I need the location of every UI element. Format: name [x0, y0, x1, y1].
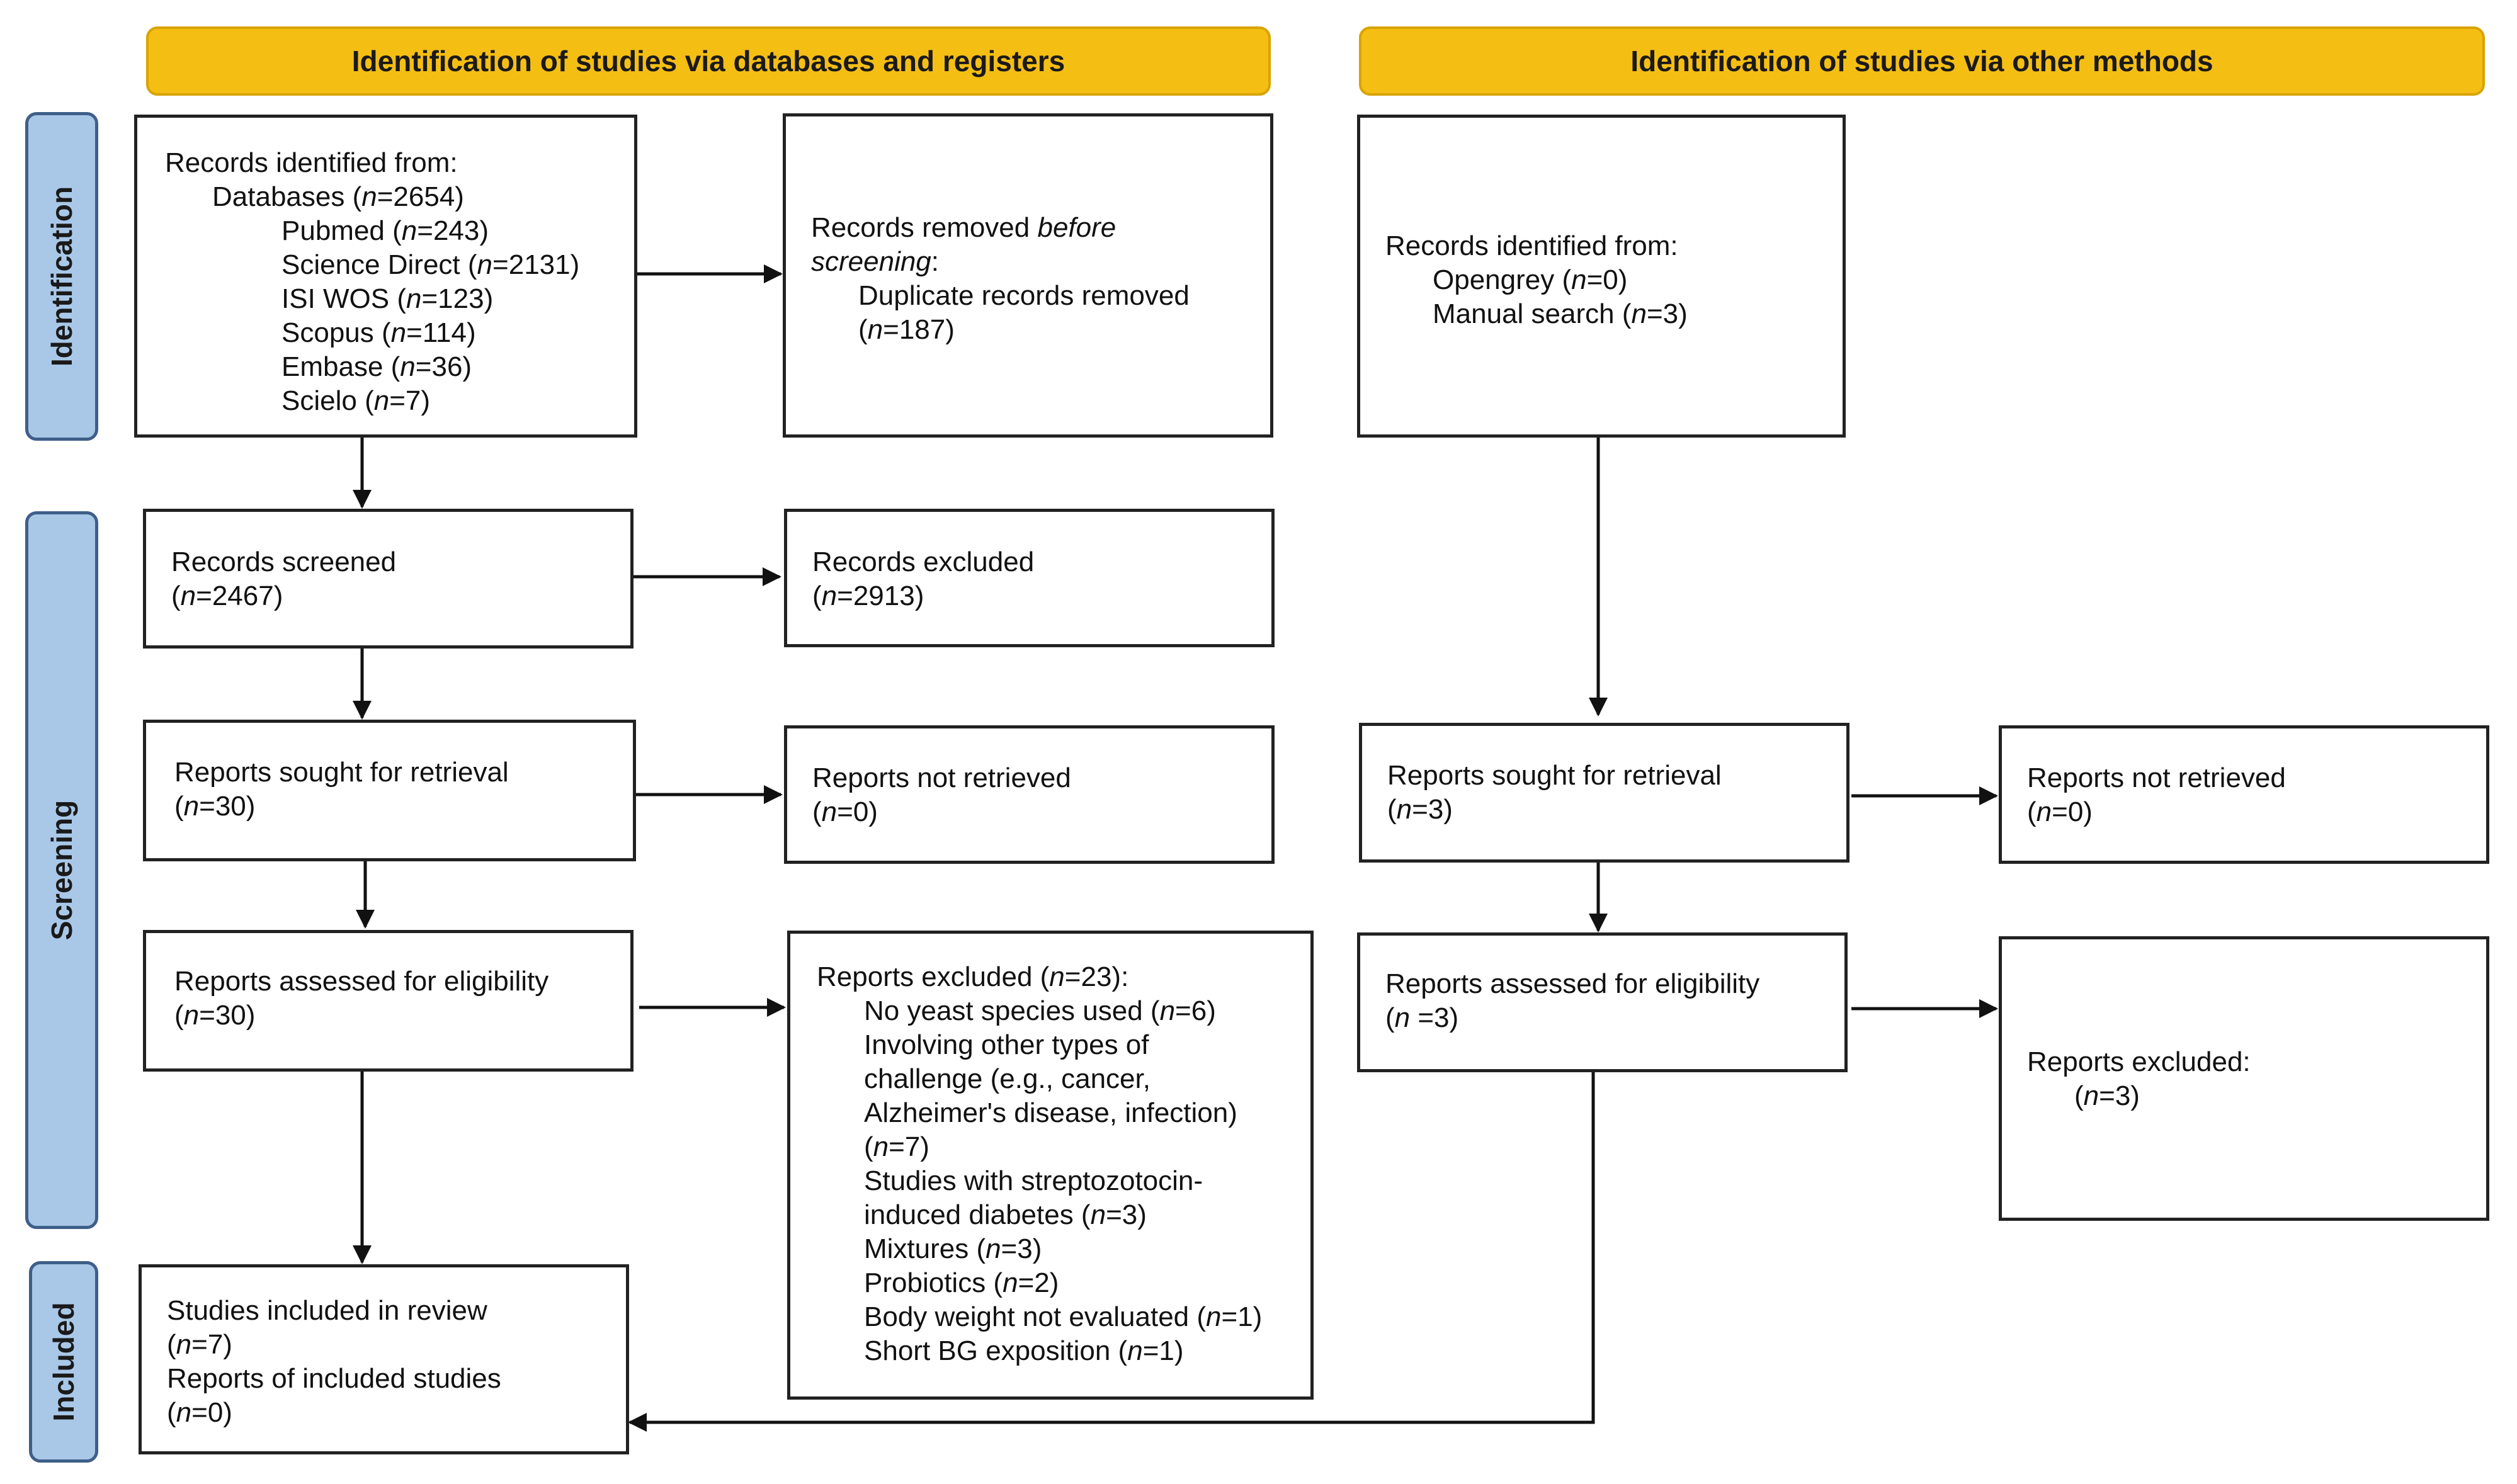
- source-scopus: Scopus (n=114): [281, 317, 476, 348]
- exclusion-reason: induced diabetes (n=3): [864, 1199, 1147, 1230]
- records-identified-box: Records identified from: Databases (n=26…: [134, 115, 637, 438]
- exclusion-reason: Alzheimer's disease, infection): [864, 1097, 1237, 1128]
- other-reports-excluded-box: Reports excluded: (n=3): [1999, 936, 2489, 1221]
- reports-assessed-count: (n=30): [174, 1000, 256, 1031]
- other-reports-not-retrieved-count: (n=0): [2027, 796, 2093, 827]
- reports-included-count: (n=0): [167, 1397, 232, 1428]
- exclusion-reason: No yeast species used (n=6): [864, 995, 1216, 1026]
- source-manual-search: Manual search (n=3): [1433, 298, 1688, 329]
- source-opengrey: Opengrey (n=0): [1433, 264, 1628, 295]
- reports-not-retrieved-box: Reports not retrieved (n=0): [784, 725, 1275, 864]
- exclusion-reason: challenge (e.g., cancer,: [864, 1063, 1151, 1094]
- header-databases-label: Identification of studies via databases …: [351, 45, 1065, 77]
- included-box: Studies included in review (n=7) Reports…: [139, 1264, 629, 1454]
- exclusion-reason: Short BG exposition (n=1): [864, 1335, 1184, 1366]
- exclusion-reason: (n=7): [864, 1131, 929, 1162]
- other-records-identified-box: Records identified from: Opengrey (n=0) …: [1357, 115, 1846, 438]
- reports-excluded-title: Reports excluded (n=23):: [817, 961, 1129, 992]
- other-reports-assessed-count: (n =3): [1385, 1002, 1459, 1033]
- source-isi-wos: ISI WOS (n=123): [281, 283, 494, 314]
- studies-included-count: (n=7): [167, 1329, 232, 1360]
- source-embase: Embase (n=36): [281, 351, 472, 382]
- phase-identification: Identification: [25, 112, 98, 441]
- other-reports-excluded-title: Reports excluded:: [2027, 1046, 2251, 1077]
- other-reports-excluded-count: (n=3): [2074, 1080, 2140, 1111]
- records-removed-line2: screening:: [811, 246, 940, 277]
- records-removed-line1: Records removed before: [811, 212, 1116, 243]
- reports-excluded-box: Reports excluded (n=23): No yeast specie…: [787, 931, 1314, 1400]
- header-other-methods: Identification of studies via other meth…: [1359, 26, 2485, 96]
- other-reports-assessed-box: Reports assessed for eligibility (n =3): [1357, 932, 1848, 1072]
- exclusion-reason: Probiotics (n=2): [864, 1267, 1059, 1298]
- other-reports-sought-title: Reports sought for retrieval: [1387, 760, 1722, 791]
- records-excluded-box: Records excluded (n=2913): [784, 509, 1275, 647]
- other-reports-assessed-title: Reports assessed for eligibility: [1385, 968, 1760, 999]
- reports-sought-count: (n=30): [174, 791, 256, 822]
- source-science-direct: Science Direct (n=2131): [281, 249, 580, 280]
- other-records-identified-title: Records identified from:: [1385, 230, 1678, 261]
- other-reports-sought-box: Reports sought for retrieval (n=3): [1359, 723, 1849, 863]
- duplicates-removed-label: Duplicate records removed: [858, 280, 1190, 311]
- header-other-label: Identification of studies via other meth…: [1630, 45, 2213, 77]
- exclusion-reason: Involving other types of: [864, 1029, 1149, 1060]
- reports-sought-title: Reports sought for retrieval: [174, 757, 509, 788]
- exclusion-reason: Mixtures (n=3): [864, 1233, 1042, 1264]
- other-reports-sought-count: (n=3): [1387, 794, 1453, 825]
- reports-not-retrieved-title: Reports not retrieved: [812, 762, 1071, 793]
- records-identified-title: Records identified from:: [165, 147, 458, 178]
- source-pubmed: Pubmed (n=243): [281, 215, 489, 246]
- source-scielo: Scielo (n=7): [281, 385, 431, 416]
- other-reports-not-retrieved-title: Reports not retrieved: [2027, 762, 2286, 793]
- exclusion-reason: Body weight not evaluated (n=1): [864, 1301, 1263, 1332]
- records-excluded-count: (n=2913): [812, 581, 924, 611]
- duplicates-removed-count: (n=187): [858, 314, 955, 345]
- phase-screening: Screening: [25, 511, 98, 1229]
- records-removed-box: Records removed before screening: Duplic…: [783, 113, 1273, 438]
- reports-included-title: Reports of included studies: [167, 1363, 501, 1394]
- other-reports-not-retrieved-box: Reports not retrieved (n=0): [1999, 725, 2489, 864]
- databases-count: Databases (n=2654): [212, 181, 464, 212]
- records-screened-box: Records screened (n=2467): [143, 509, 634, 649]
- records-excluded-title: Records excluded: [812, 547, 1035, 577]
- records-screened-title: Records screened: [171, 547, 397, 577]
- reports-sought-box: Reports sought for retrieval (n=30): [143, 720, 636, 861]
- reports-assessed-box: Reports assessed for eligibility (n=30): [143, 930, 634, 1072]
- studies-included-title: Studies included in review: [167, 1295, 487, 1326]
- exclusion-reason: Studies with streptozotocin-: [864, 1165, 1203, 1196]
- header-databases: Identification of studies via databases …: [146, 26, 1271, 96]
- reports-assessed-title: Reports assessed for eligibility: [174, 966, 549, 997]
- records-screened-count: (n=2467): [171, 581, 283, 611]
- phase-included: Included: [29, 1261, 98, 1463]
- reports-not-retrieved-count: (n=0): [812, 796, 878, 827]
- arrow-other-assessed-to-included: [628, 1072, 1595, 1432]
